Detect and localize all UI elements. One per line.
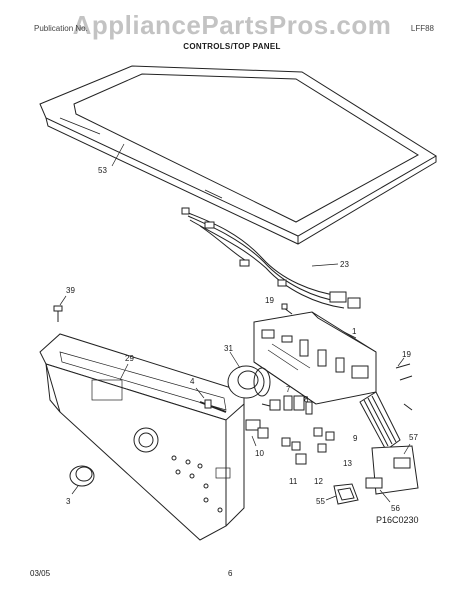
- callout-19-top: 19: [265, 296, 274, 305]
- switch-13: [317, 443, 327, 453]
- switch-8: [293, 395, 313, 415]
- switch-9: [313, 427, 335, 441]
- screw-19-top: [281, 303, 293, 315]
- callout-53: 53: [98, 166, 107, 175]
- callout-1: 1: [352, 327, 357, 336]
- callout-12: 12: [314, 477, 323, 486]
- callout-7: 7: [286, 385, 291, 394]
- footer-page-number: 6: [228, 569, 233, 578]
- callout-3: 3: [66, 497, 71, 506]
- callout-55: 55: [316, 497, 325, 506]
- header-model-line: Publication No. LFF88: [34, 24, 434, 33]
- switch-7: [261, 395, 293, 411]
- control-console-29: [39, 333, 245, 541]
- diagram-code: P16C0230: [376, 515, 419, 525]
- callout-numbers: 53 23 39 19 1 19 29 31 4 7 8 9 10 11 12 …: [66, 166, 418, 513]
- page-title: CONTROLS/TOP PANEL: [183, 42, 281, 51]
- screw-39: [53, 305, 63, 322]
- callout-57: 57: [409, 433, 418, 442]
- header-right: LFF88: [410, 24, 434, 33]
- bezel-56: [365, 477, 383, 489]
- switch-12: [295, 453, 307, 465]
- screw-19-right: [395, 363, 413, 411]
- callout-13: 13: [343, 459, 352, 468]
- lens-55: [333, 483, 359, 505]
- callout-8: 8: [304, 395, 309, 404]
- callout-11: 11: [289, 477, 298, 486]
- callout-29: 29: [125, 354, 134, 363]
- knob-3: [69, 465, 95, 487]
- callout-23: 23: [340, 260, 349, 269]
- switch-11: [281, 437, 301, 451]
- display-ribbon: [359, 391, 401, 451]
- callout-56: 56: [391, 504, 400, 513]
- callout-4: 4: [190, 377, 195, 386]
- dial-wheel-31: [227, 365, 271, 399]
- callout-10: 10: [255, 449, 264, 458]
- header-left: Publication No.: [34, 24, 88, 33]
- callout-31: 31: [224, 344, 233, 353]
- top-panel-53: [39, 65, 437, 245]
- callout-9: 9: [353, 434, 358, 443]
- callout-19-right: 19: [402, 350, 411, 359]
- footer-date: 03/05: [30, 569, 51, 578]
- watermark: AppliancePartsPros.com: [72, 10, 392, 40]
- shaft-4: [199, 399, 227, 413]
- wire-harness-23: [181, 207, 361, 309]
- control-board-1: [253, 311, 377, 405]
- callout-39: 39: [66, 286, 75, 295]
- switch-10: [245, 419, 269, 439]
